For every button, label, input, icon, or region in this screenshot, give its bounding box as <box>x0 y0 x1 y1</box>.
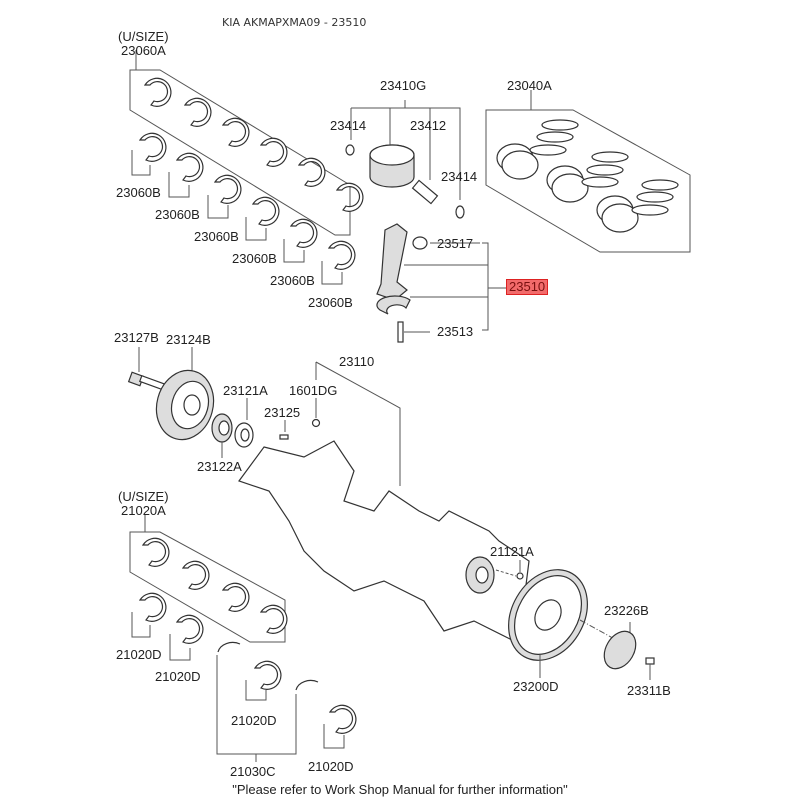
bearing-set-23060A[interactable] <box>129 50 364 236</box>
label-23414-left[interactable]: 23414 <box>330 118 367 133</box>
label-21020A[interactable]: 21020A <box>121 503 166 518</box>
label-23200D[interactable]: 23200D <box>513 679 559 694</box>
sprocket-23122A[interactable] <box>211 413 233 458</box>
label-23060B-2[interactable]: 23060B <box>155 207 200 222</box>
crankshaft-23110[interactable] <box>238 361 545 642</box>
label-23517[interactable]: 23517 <box>437 236 474 251</box>
flywheel-23200D[interactable] <box>493 555 621 678</box>
label-23040A[interactable]: 23040A <box>507 78 552 93</box>
label-23060B-1[interactable]: 23060B <box>116 185 161 200</box>
label-23412[interactable]: 23412 <box>410 118 447 133</box>
bolt-23311B[interactable] <box>645 657 655 680</box>
label-21020D-3[interactable]: 21020D <box>231 713 277 728</box>
label-usize-bottom: (U/SIZE) <box>118 489 169 504</box>
label-23513[interactable]: 23513 <box>437 324 474 339</box>
thrust-washers-21030C[interactable] <box>216 641 319 762</box>
label-23124B[interactable]: 23124B <box>166 332 211 347</box>
label-23060A[interactable]: 23060A <box>121 43 166 58</box>
label-23122A[interactable]: 23122A <box>197 459 242 474</box>
label-21121A[interactable]: 21121A <box>490 544 534 559</box>
bearings-21020D[interactable] <box>131 592 357 749</box>
label-21020D-2[interactable]: 21020D <box>155 669 201 684</box>
crankshaft-pulley-23124B[interactable] <box>127 347 221 446</box>
label-23127B[interactable]: 23127B <box>114 330 159 345</box>
label-usize-top: (U/SIZE) <box>118 29 169 44</box>
label-23060B-4[interactable]: 23060B <box>232 251 277 266</box>
label-23060B-5[interactable]: 23060B <box>270 273 315 288</box>
pin-21121A[interactable] <box>495 560 524 580</box>
label-21020D-4[interactable]: 21020D <box>308 759 354 774</box>
label-23414-right[interactable]: 23414 <box>441 169 478 184</box>
label-23311B[interactable]: 23311B <box>627 683 671 698</box>
label-23125[interactable]: 23125 <box>264 405 301 420</box>
label-23110[interactable]: 23110 <box>339 354 375 369</box>
label-23121A[interactable]: 23121A <box>223 383 268 398</box>
label-23060B-3[interactable]: 23060B <box>194 229 239 244</box>
label-23510-highlighted[interactable]: 23510 <box>506 279 549 295</box>
label-21020D-1[interactable]: 21020D <box>116 647 162 662</box>
washer-23121A[interactable] <box>234 398 254 448</box>
label-21030C[interactable]: 21030C <box>230 764 276 779</box>
bearings-23060B[interactable] <box>131 132 356 285</box>
page-title: KIA AKMAPXMA09 - 23510 <box>222 16 367 29</box>
key-23125[interactable] <box>279 420 289 440</box>
label-1601DG[interactable]: 1601DG <box>289 383 338 398</box>
footer-note: "Please refer to Work Shop Manual for fu… <box>232 782 568 797</box>
piston-ring-set-23040A[interactable] <box>485 90 691 253</box>
label-23410G[interactable]: 23410G <box>380 78 427 93</box>
label-23226B[interactable]: 23226B <box>604 603 649 618</box>
connecting-rod-23510[interactable] <box>376 223 506 343</box>
bearing-set-21020A[interactable] <box>129 515 288 643</box>
piston-assembly-23410G[interactable] <box>345 100 465 219</box>
label-23060B-6[interactable]: 23060B <box>308 295 353 310</box>
pin-1601DG[interactable] <box>311 398 321 428</box>
plate-23226B[interactable] <box>598 622 642 674</box>
